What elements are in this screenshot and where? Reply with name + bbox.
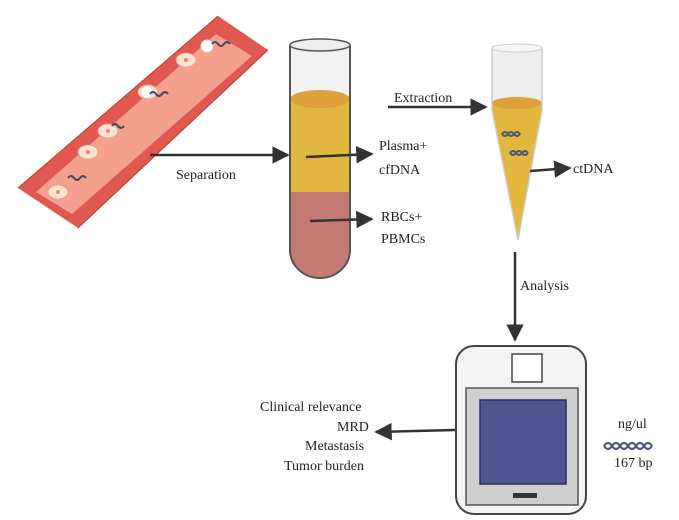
extraction-tube-icon <box>491 43 543 241</box>
fragment-size-label: 167 bp <box>614 456 653 471</box>
extraction-label: Extraction <box>394 91 452 106</box>
blood-tube-icon <box>289 38 351 279</box>
tumor-burden-label: Tumor burden <box>284 459 364 474</box>
cells-arrow <box>309 210 374 229</box>
dna-helix-icon <box>603 441 653 451</box>
rbc-label-line1: RBCs+ <box>381 210 422 225</box>
clinical-relevance-label: Clinical relevance <box>260 400 361 415</box>
arrows <box>150 98 572 441</box>
blood-vessel-icon <box>17 15 269 229</box>
analysis-label: Analysis <box>520 279 569 294</box>
ctdna-label: ctDNA <box>573 162 614 177</box>
separation-label: Separation <box>176 168 236 183</box>
dna-helix-icon <box>501 131 529 156</box>
plasma-arrow <box>305 145 374 164</box>
metastasis-label: Metastasis <box>305 439 364 454</box>
clinical-arrow <box>374 422 456 441</box>
concentration-unit-label: ng/ul <box>618 417 647 432</box>
mrd-label: MRD <box>337 420 369 435</box>
analyzer-instrument-icon <box>455 345 587 515</box>
ctdna-arrow <box>529 160 572 178</box>
plasma-label-line2: cfDNA <box>379 163 421 178</box>
rbc-label-line2: PBMCs <box>381 232 425 247</box>
plasma-label-line1: Plasma+ <box>379 139 427 154</box>
